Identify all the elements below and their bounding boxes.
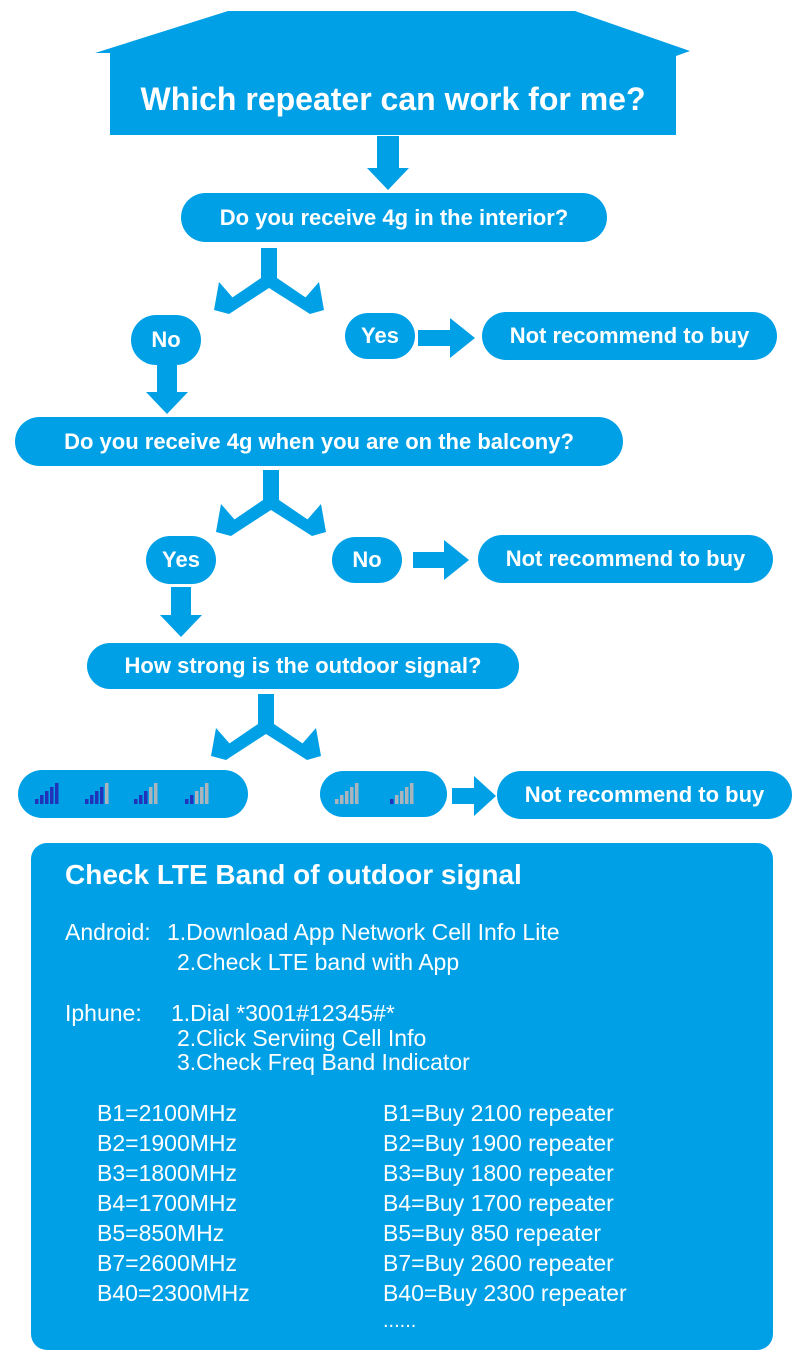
signal-bar xyxy=(350,787,354,804)
signal-bar xyxy=(200,787,204,804)
band-frequency: B40=2300MHz xyxy=(97,1280,250,1306)
signal-strength-icon xyxy=(35,783,59,804)
band-recommendation: B5=Buy 850 repeater xyxy=(383,1220,602,1246)
signal-bar xyxy=(405,787,409,804)
strong-signal-group xyxy=(18,770,248,818)
split-arrow xyxy=(214,248,324,314)
signal-bar xyxy=(205,783,209,804)
signal-bar xyxy=(390,799,394,804)
question-interior-4g: Do you receive 4g in the interior? xyxy=(181,193,607,242)
iphone-label: Iphune: xyxy=(65,1000,142,1026)
signal-strength-icon xyxy=(185,783,209,804)
band-frequency: B4=1700MHz xyxy=(97,1190,237,1216)
signal-bar xyxy=(144,791,148,804)
signal-bar xyxy=(340,795,344,804)
split-arrow xyxy=(211,694,321,760)
signal-bar xyxy=(45,791,49,804)
signal-bar xyxy=(185,799,189,804)
band-frequency: B1=2100MHz xyxy=(97,1100,237,1126)
band-recommendation: B1=Buy 2100 repeater xyxy=(383,1100,614,1126)
down-arrow xyxy=(160,587,202,637)
signal-bar xyxy=(345,791,349,804)
down-arrow xyxy=(146,364,188,414)
result-not-recommend: Not recommend to buy xyxy=(497,771,792,819)
band-recommendation: B4=Buy 1700 repeater xyxy=(383,1190,614,1216)
signal-bar xyxy=(90,795,94,804)
more-bands-ellipsis: ...... xyxy=(383,1310,417,1332)
signal-bar xyxy=(55,783,59,804)
band-frequency: B5=850MHz xyxy=(97,1220,225,1246)
signal-icons xyxy=(335,783,414,804)
right-arrow xyxy=(413,540,469,580)
signal-bar xyxy=(410,783,414,804)
right-arrow xyxy=(418,318,475,358)
band-frequency: B3=1800MHz xyxy=(97,1160,237,1186)
page-title: Which repeater can work for me? xyxy=(140,80,646,117)
signal-bar xyxy=(195,791,199,804)
signal-bar xyxy=(50,787,54,804)
question-balcony-4g: Do you receive 4g when you are on the ba… xyxy=(15,417,623,466)
signal-bar xyxy=(154,783,158,804)
signal-bar xyxy=(134,799,138,804)
weak-signal-group xyxy=(320,771,447,817)
result-not-recommend: Not recommend to buy xyxy=(482,312,777,360)
answer-yes: Yes xyxy=(146,536,216,584)
band-frequency: B2=1900MHz xyxy=(97,1130,237,1156)
right-arrow xyxy=(452,776,496,816)
android-label: Android: xyxy=(65,919,151,945)
flow-arrows xyxy=(146,136,496,816)
android-step-1: 1.Download App Network Cell Info Lite xyxy=(167,919,560,945)
roof-shape xyxy=(95,11,690,135)
band-recommendation: B7=Buy 2600 repeater xyxy=(383,1250,614,1276)
signal-bar xyxy=(100,787,104,804)
band-frequency: B7=2600MHz xyxy=(97,1250,237,1276)
band-recommendation: B40=Buy 2300 repeater xyxy=(383,1280,627,1306)
signal-strength-icon xyxy=(85,783,109,804)
signal-icons xyxy=(35,783,209,804)
iphone-step-2: 2.Click Serviing Cell Info xyxy=(177,1025,427,1051)
signal-bar xyxy=(85,799,89,804)
panel-heading: Check LTE Band of outdoor signal xyxy=(65,859,522,890)
signal-strength-icon xyxy=(390,783,414,804)
answer-no: No xyxy=(131,315,201,365)
signal-bar xyxy=(355,783,359,804)
iphone-step-1: 1.Dial *3001#12345#* xyxy=(171,1000,395,1026)
signal-bar xyxy=(35,799,39,804)
iphone-step-3: 3.Check Freq Band Indicator xyxy=(177,1049,470,1075)
down-arrow xyxy=(367,136,409,190)
signal-bar xyxy=(95,791,99,804)
signal-bar xyxy=(139,795,143,804)
android-step-2: 2.Check LTE band with App xyxy=(177,949,460,975)
signal-bar xyxy=(335,799,339,804)
signal-strength-icon xyxy=(134,783,158,804)
signal-bar xyxy=(190,795,194,804)
signal-strength-icon xyxy=(335,783,359,804)
lte-band-panel: Check LTE Band of outdoor signal Android… xyxy=(31,843,773,1350)
signal-bar xyxy=(149,787,153,804)
signal-bar xyxy=(400,791,404,804)
signal-bar xyxy=(395,795,399,804)
split-arrow xyxy=(216,470,326,536)
band-recommendation: B2=Buy 1900 repeater xyxy=(383,1130,614,1156)
question-outdoor-signal: How strong is the outdoor signal? xyxy=(87,643,519,689)
signal-bar xyxy=(40,795,44,804)
signal-bar xyxy=(105,783,109,804)
result-not-recommend: Not recommend to buy xyxy=(478,535,773,583)
band-recommendation: B3=Buy 1800 repeater xyxy=(383,1160,614,1186)
answer-yes: Yes xyxy=(345,313,415,359)
answer-no: No xyxy=(332,537,402,583)
